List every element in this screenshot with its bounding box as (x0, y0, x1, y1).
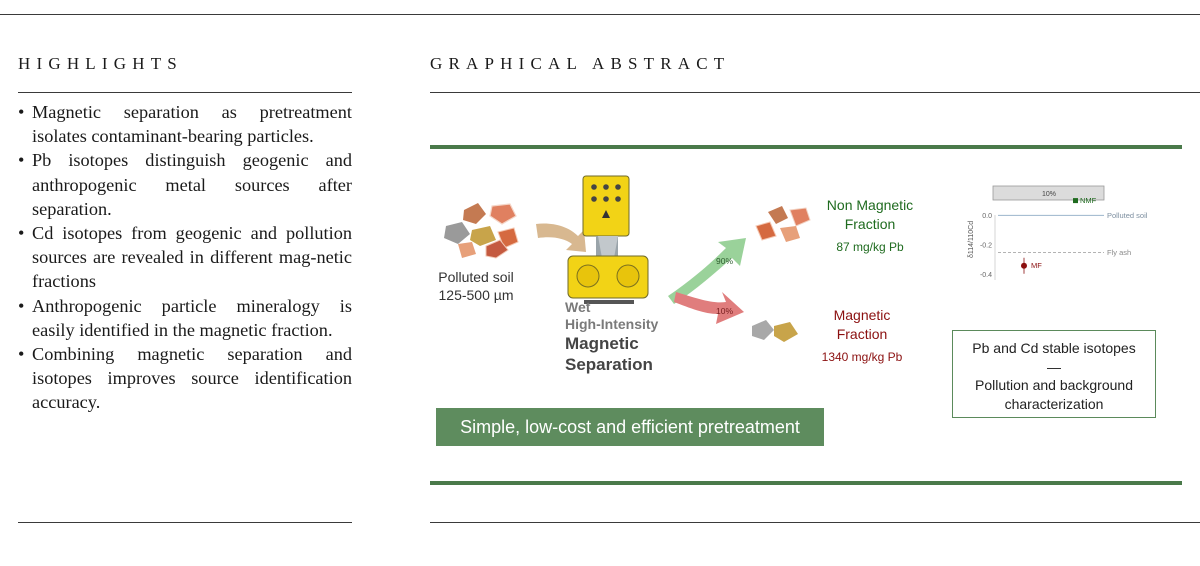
highlights-list: Magnetic separation as pretreatment isol… (18, 100, 352, 415)
non-magnetic-particles-icon (755, 206, 811, 242)
chart-ref-label-polluted-soil: Polluted soil (1107, 211, 1148, 220)
separator-line-4: Separation (565, 355, 653, 374)
highlight-item: Anthropogenic particle mineralogy is eas… (18, 294, 352, 342)
top-rule (0, 14, 1200, 15)
non-magnetic-line-2: Fraction (845, 216, 896, 232)
chart-y-tick: -0.2 (980, 243, 992, 250)
arrow-down-percent: 10% (716, 306, 733, 316)
isotopes-box-line-2: — (1047, 358, 1061, 375)
soil-particles-icon (444, 203, 519, 259)
chart-point-nmf (1073, 198, 1078, 204)
magnetic-particles-icon (752, 320, 798, 342)
polluted-soil-label: Polluted soil (438, 269, 514, 285)
highlight-item: Magnetic separation as pretreatment isol… (18, 100, 352, 148)
isotopes-box-line-3: Pollution and background (974, 377, 1133, 393)
chart-top-bar (992, 185, 1105, 201)
isotopes-box-line-1: Pb and Cd stable isotopes (972, 340, 1136, 356)
magnetic-separator-icon (567, 175, 649, 304)
isotopes-box: Pb and Cd stable isotopes — Pollution an… (952, 330, 1156, 418)
chart-ref-label-fly-ash: Fly ash (1107, 248, 1131, 257)
highlight-item: Pb isotopes distinguish geogenic and ant… (18, 148, 352, 221)
separator-line-3: Magnetic (565, 334, 639, 353)
highlight-item: Combining magnetic separation and isotop… (18, 342, 352, 415)
highlights-title: HIGHLIGHTS (18, 54, 183, 73)
chart-y-tick: -0.4 (980, 272, 992, 279)
pretreatment-banner-text: Simple, low-cost and efficient pretreatm… (460, 417, 800, 437)
magnetic-value: 1340 mg/kg Pb (822, 350, 903, 364)
non-magnetic-line-1: Non Magnetic (827, 197, 913, 213)
isotopes-box-line-4: characterization (1004, 395, 1104, 412)
separator-line-1: Wet (565, 299, 591, 315)
ga-top-rule (430, 92, 1200, 93)
ga-frame-bottom (430, 481, 1182, 485)
ga-frame-top (430, 145, 1182, 149)
highlight-item: Cd isotopes from geogenic and pollution … (18, 221, 352, 294)
chart-y-label: δ114/110Cd (968, 221, 975, 258)
graphical-abstract-title: GRAPHICAL ABSTRACT (430, 54, 731, 73)
input-arrow (536, 223, 586, 252)
chart-y-tick: 0.0 (982, 213, 992, 220)
non-magnetic-arrow (668, 238, 746, 304)
arrow-up-percent: 90% (716, 256, 733, 266)
non-magnetic-value: 87 mg/kg Pb (836, 240, 904, 254)
chart-point-mf-label: MF (1031, 261, 1042, 270)
magnetic-line-1: Magnetic (834, 307, 891, 323)
magnetic-line-2: Fraction (837, 326, 888, 342)
chart-point-nmf-label: NMF (1080, 196, 1097, 205)
ga-bottom-rule (430, 522, 1200, 523)
cd-isotope-chart: 10% δ114/110Cd 0.0 -0.2 -0.4 Polluted so… (968, 185, 1148, 280)
separator-line-2: High-Intensity (565, 316, 659, 332)
highlights-bottom-rule (18, 522, 352, 523)
magnetic-arrow (674, 292, 744, 324)
polluted-soil-size: 125-500 µm (439, 287, 514, 303)
chart-point-mf (1021, 262, 1027, 269)
chart-bar-label: 10% (1042, 191, 1056, 198)
highlights-top-rule (18, 92, 352, 93)
